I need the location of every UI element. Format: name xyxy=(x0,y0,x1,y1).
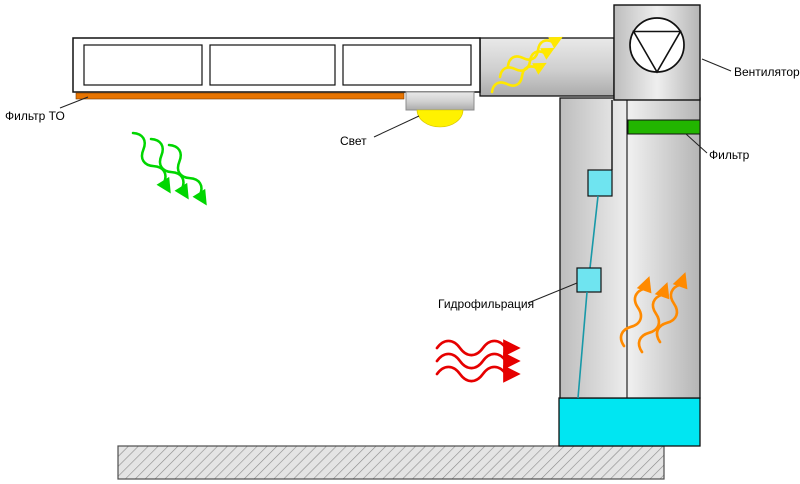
spray-line-upper xyxy=(589,195,599,269)
label-fan: Вентилятор xyxy=(734,65,800,79)
lamp-glow xyxy=(416,109,464,128)
ground-hatch xyxy=(117,445,665,480)
hood xyxy=(72,37,481,100)
lamp-body xyxy=(405,91,475,111)
leader-light xyxy=(373,115,420,138)
filter-strip xyxy=(627,119,701,135)
leader-lines xyxy=(59,58,732,304)
label-filter-to: Фильтр ТО xyxy=(5,109,65,123)
nozzle-lower xyxy=(576,267,602,293)
hood-panel xyxy=(83,44,203,86)
fan-unit xyxy=(613,4,701,101)
fan-blade-symbol xyxy=(632,30,682,74)
hydro-column-body xyxy=(559,97,701,399)
filter-to-strip xyxy=(75,92,405,100)
hydrofiltration-assembly xyxy=(576,100,613,399)
label-filter: Фильтр xyxy=(709,148,750,162)
leader-hydrofiltration xyxy=(527,282,578,304)
lamp xyxy=(405,91,475,128)
spray-line-lower xyxy=(577,291,588,399)
fan-icon xyxy=(629,17,685,73)
water-tank xyxy=(558,397,701,447)
hood-panel xyxy=(209,44,336,86)
leader-filter xyxy=(685,133,708,154)
hood-panel xyxy=(342,44,472,86)
airflow-arrow xyxy=(435,365,521,383)
hydro-column xyxy=(559,97,701,399)
airflow-arrow xyxy=(162,140,214,210)
leader-filter-to xyxy=(59,96,89,109)
label-light: Свет xyxy=(340,134,367,148)
airflow-intake-arrows xyxy=(126,128,214,210)
label-hydrofiltration: Гидрофильрация xyxy=(438,297,535,311)
airflow-inflow-arrows xyxy=(435,339,521,383)
leader-fan xyxy=(701,58,732,72)
air-duct xyxy=(479,37,615,97)
nozzle-upper xyxy=(587,169,613,197)
